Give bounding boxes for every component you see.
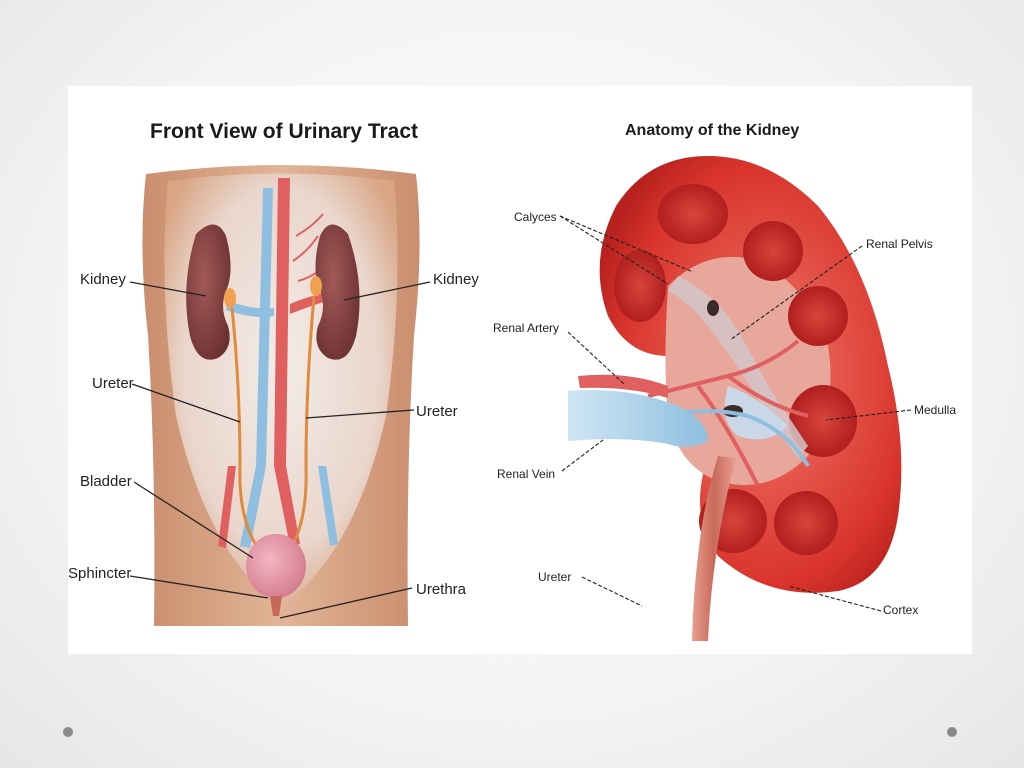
anatomy-illustration: Front View of Urinary Tract Kidney [68,86,972,654]
urethra [270,596,282,616]
interior-veins [667,409,810,467]
left-kidney [186,224,231,360]
urethra-label: Urethra [416,581,467,598]
medulla-leader [825,409,912,421]
urinary-tract-diagram: Front View of Urinary Tract Kidney [68,120,479,626]
calyx-opening-1 [707,300,719,316]
slide-decoration-dot-left [63,727,73,737]
renal-vein-leader [561,439,604,472]
sphincter-label: Sphincter [68,565,131,582]
cortex-label: Cortex [883,603,918,617]
ureter-right-leader [305,409,415,419]
urethra-leader [279,587,413,619]
ureter-label-kidney: Ureter [538,570,571,584]
calyces-leader-1 [559,215,694,273]
renal-pelvis-label: Renal Pelvis [866,237,933,251]
ureter-right-leader [581,576,643,607]
left-renal-vein [226,301,274,318]
medulla-label: Medulla [914,403,956,417]
kidney-label-left: Kidney [80,271,126,288]
kidney-left-leader [129,281,207,297]
ureter-label-left: Ureter [92,375,134,392]
interior-arteries [647,339,809,487]
cortex-leader [787,585,882,612]
renal-artery [578,374,668,398]
renal-artery-leader [567,331,625,385]
aorta [274,178,300,546]
right-renal-pelvis [310,276,322,296]
renal-vein [568,390,708,447]
calyces-leader-2 [559,215,669,285]
left-ureter [230,307,266,557]
ureter-label-right: Ureter [416,403,458,420]
bladder [246,534,306,598]
right-diagram-title: Anatomy of the Kidney [625,122,799,139]
right-ureter [284,295,316,557]
sphincter-leader [129,575,269,599]
vena-cava [240,188,273,548]
right-renal-artery [290,292,330,314]
kidney-right-leader [343,281,431,301]
calyces-label: Calyces [514,210,557,224]
slide-decoration-dot-right [947,727,957,737]
bladder-leader [133,481,254,559]
ureter-left-leader [131,383,241,423]
ureter [692,456,736,641]
left-iliac-artery [218,466,236,548]
kidney-label-right: Kidney [433,271,479,288]
renal-vein-label: Renal Vein [497,467,555,481]
renal-artery-label: Renal Artery [493,321,559,335]
left-diagram-title: Front View of Urinary Tract [150,120,418,143]
renal-pelvis-leader [729,245,863,341]
right-kidney [315,224,360,360]
bladder-label: Bladder [80,473,132,490]
kidney-anatomy-diagram: Anatomy of the Kidney [493,122,956,641]
right-iliac-vein [318,466,338,546]
left-renal-pelvis [224,288,236,308]
